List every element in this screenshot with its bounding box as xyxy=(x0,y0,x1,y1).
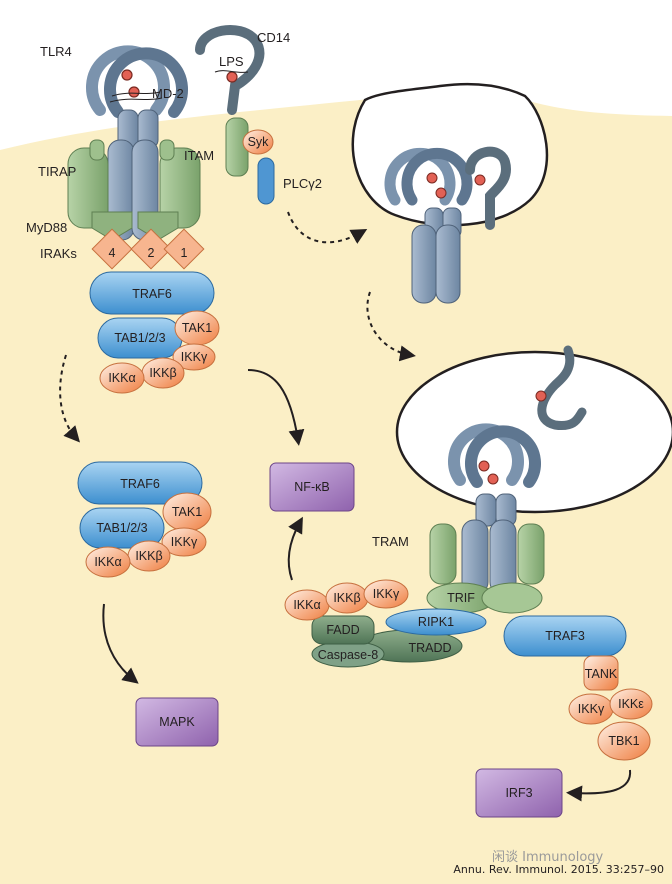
lps-label: LPS xyxy=(219,54,244,69)
tbk1-label: TBK1 xyxy=(608,734,639,748)
nfkb-label: NF-κB xyxy=(294,480,329,494)
nfkb-box xyxy=(269,462,355,512)
endosomal-tlr4-complex xyxy=(384,146,511,304)
lps-dot xyxy=(226,71,238,83)
cd14-complex xyxy=(195,24,275,205)
citation: Annu. Rev. Immunol. 2015. 33:257–90 xyxy=(453,863,664,876)
ikkg-mid-label: IKKγ xyxy=(171,535,198,549)
lps-dot xyxy=(535,390,547,402)
ikkg-top-label: IKKγ xyxy=(181,350,208,364)
ikka-node xyxy=(85,546,131,578)
ikke-node xyxy=(609,688,653,720)
ikkb-bot-label: IKKβ xyxy=(333,591,360,605)
lps-dot xyxy=(426,172,438,184)
traf3-label: TRAF3 xyxy=(545,629,585,643)
late-endosome xyxy=(395,350,672,514)
irak4-label: 4 xyxy=(109,246,116,260)
irak1-label: 1 xyxy=(181,246,188,260)
ikkb-mid-label: IKKβ xyxy=(135,549,162,563)
traf3-node xyxy=(503,615,627,657)
dashed-arrow-plcg2-to-endosome xyxy=(287,211,368,244)
ikkg-node xyxy=(363,579,409,609)
ikka-top-label: IKKα xyxy=(108,371,135,385)
late-endosome-tlr4-complex xyxy=(426,345,587,614)
plcg2-label: PLCγ2 xyxy=(283,176,322,191)
watermark: 闲谈 Immunology xyxy=(492,850,604,865)
lps-dot xyxy=(474,174,486,186)
tab-node xyxy=(79,507,165,549)
tak1-top-label: TAK1 xyxy=(182,321,212,335)
ikkg-node xyxy=(161,527,207,557)
ikkg-bot-label: IKKγ xyxy=(373,587,400,601)
ikkg-node xyxy=(172,343,216,371)
plcg2-node xyxy=(257,157,275,205)
mapk-box xyxy=(135,697,219,747)
syk-label: Syk xyxy=(248,135,270,149)
dashed-arrow-traf6-to-traf6 xyxy=(59,354,80,443)
myd88-label: MyD88 xyxy=(26,220,67,235)
dashed-arrow-endosome-to-late xyxy=(366,291,416,362)
irak1-diamond xyxy=(163,228,205,270)
ripk1-cluster xyxy=(284,579,487,668)
itam-label: ITAM xyxy=(184,148,214,163)
caspase8-label: Caspase-8 xyxy=(318,648,378,662)
tlr4-label: TLR4 xyxy=(40,44,72,59)
irf3-box xyxy=(475,768,563,818)
tram-label: TRAM xyxy=(372,534,409,549)
ikka-bot-label: IKKα xyxy=(293,598,320,612)
tbk1-node xyxy=(597,721,651,761)
fadd-label: FADD xyxy=(326,623,359,637)
tak1-mid-label: TAK1 xyxy=(172,505,202,519)
traf3-branch xyxy=(503,615,653,761)
irak2-label: 2 xyxy=(148,246,155,260)
cd14-label: CD14 xyxy=(257,30,290,45)
traf6-node xyxy=(77,461,203,505)
syk-node xyxy=(242,129,274,155)
arrow-tbk1-to-irf3 xyxy=(566,769,632,802)
arrow-traf6-to-nfkb xyxy=(247,369,305,446)
md2-label: MD-2 xyxy=(152,86,184,101)
tank-node xyxy=(583,655,619,691)
lps-dot xyxy=(435,187,447,199)
arrow-ripk1-to-nfkb xyxy=(287,516,303,581)
tab-mid-label: TAB1/2/3 xyxy=(96,521,147,535)
irf3-label: IRF3 xyxy=(505,786,532,800)
tradd-label: TRADD xyxy=(408,641,451,655)
ikke-label: IKKε xyxy=(618,697,644,711)
ripk1-node xyxy=(385,608,487,636)
ripk1-label: RIPK1 xyxy=(418,615,454,629)
lps-dot xyxy=(478,460,490,472)
pathway-arrows xyxy=(59,211,632,802)
ikka-node xyxy=(99,362,145,394)
irak4-diamond xyxy=(91,228,133,270)
fadd-node xyxy=(311,615,375,645)
tank-label: TANK xyxy=(585,667,618,681)
ikkg-tbk-label: IKKγ xyxy=(578,702,605,716)
lps-dot xyxy=(128,86,140,98)
tab-top-label: TAB1/2/3 xyxy=(114,331,165,345)
surface-tlr4-complex: 4 2 1 xyxy=(67,45,205,270)
lps-dot xyxy=(487,473,499,485)
iraks-label: IRAKs xyxy=(40,246,77,261)
traf6-top-label: TRAF6 xyxy=(132,287,172,301)
ikka-mid-label: IKKα xyxy=(94,555,121,569)
traf6-cluster-mid xyxy=(77,461,212,578)
trif-label: TRIF xyxy=(447,591,475,605)
traf6-cluster-top xyxy=(89,271,220,394)
ikkb-top-label: IKKβ xyxy=(149,366,176,380)
tirap-label: TIRAP xyxy=(38,164,76,179)
arrow-traf6-to-mapk xyxy=(102,603,139,684)
mapk-label: MAPK xyxy=(159,715,195,729)
lps-dot xyxy=(121,69,133,81)
irak2-diamond xyxy=(130,228,172,270)
traf6-mid-label: TRAF6 xyxy=(120,477,160,491)
traf6-node xyxy=(89,271,215,315)
